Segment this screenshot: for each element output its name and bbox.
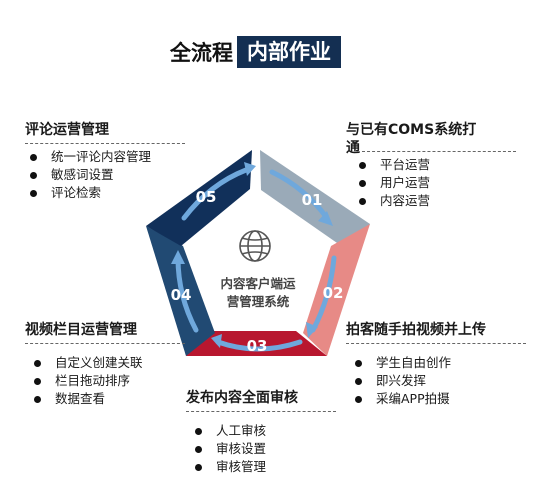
section-content-review: 发布内容全面审核 人工审核 审核设置 审核管理: [186, 389, 336, 476]
list-item: 审核设置: [190, 440, 336, 458]
list-item: 敏感词设置: [25, 166, 185, 184]
section-shoot-upload: 拍客随手拍视频并上传 学生自由创作 即兴发挥 采编APP拍摄: [346, 321, 526, 408]
divider: [25, 143, 185, 144]
center-title-line1: 内容客户端运: [220, 276, 296, 291]
section-list: 统一评论内容管理 敏感词设置 评论检索: [25, 148, 185, 202]
globe-icon: [239, 230, 271, 262]
list-item: 用户运营: [354, 174, 516, 192]
section-heading: 发布内容全面审核: [186, 390, 298, 406]
segment-04-label: 04: [171, 286, 192, 304]
divider: [25, 343, 185, 344]
arrow-04-05: [175, 255, 199, 333]
section-video-column: 视频栏目运营管理 自定义创建关联 栏目拖动排序 数据查看: [25, 321, 185, 408]
divider: [346, 343, 526, 344]
arrow-03-04: [215, 339, 303, 352]
list-item: 内容运营: [354, 192, 516, 210]
arrowhead-icon: [171, 250, 185, 264]
flow-arrows: [175, 167, 337, 352]
section-list: 平台运营 用户运营 内容运营: [354, 156, 516, 210]
section-heading: 视频栏目运营管理: [25, 322, 137, 338]
list-item: 即兴发挥: [350, 372, 526, 390]
section-list: 自定义创建关联 栏目拖动排序 数据查看: [29, 354, 185, 408]
arrowhead-icon: [244, 162, 256, 176]
list-item: 平台运营: [354, 156, 516, 174]
list-item: 审核管理: [190, 458, 336, 476]
segment-01-label: 01: [302, 191, 323, 209]
list-item: 统一评论内容管理: [25, 148, 185, 166]
title-highlight: 内部作业: [237, 36, 341, 68]
section-heading-line2: 通: [346, 140, 360, 156]
list-item: 栏目拖动排序: [29, 372, 185, 390]
section-heading: 拍客随手拍视频并上传: [346, 322, 486, 338]
segment-03-label: 03: [247, 337, 268, 355]
list-item: 人工审核: [190, 422, 336, 440]
section-list: 人工审核 审核设置 审核管理: [190, 422, 336, 476]
section-comment-ops: 评论运营管理 统一评论内容管理 敏感词设置 评论检索: [25, 121, 185, 202]
arrowhead-icon: [306, 322, 318, 338]
arrow-02-03: [310, 255, 337, 333]
center-title-line2: 营管理系统: [227, 294, 290, 309]
arrowhead-icon: [318, 211, 333, 226]
list-item: 自定义创建关联: [29, 354, 185, 372]
list-item: 数据查看: [29, 390, 185, 408]
title-prefix: 全流程: [170, 41, 233, 65]
section-heading-line1: 与已有COMS系统打: [346, 122, 477, 138]
section-list: 学生自由创作 即兴发挥 采编APP拍摄: [350, 354, 526, 408]
list-item: 评论检索: [25, 184, 185, 202]
list-item: 学生自由创作: [350, 354, 526, 372]
segment-02: [303, 224, 370, 356]
arrow-01-02: [269, 169, 330, 221]
section-coms-integration: 与已有COMS系统打 通 平台运营 用户运营 内容运营: [346, 121, 516, 210]
arrowhead-icon: [211, 334, 222, 348]
page-title: 全流程 内部作业: [170, 36, 341, 68]
divider: [186, 411, 336, 412]
arrow-05-01: [181, 167, 249, 221]
segment-02-label: 02: [323, 284, 344, 302]
list-item: 采编APP拍摄: [350, 390, 526, 408]
segment-05-label: 05: [196, 188, 217, 206]
divider: [362, 151, 516, 152]
section-heading: 评论运营管理: [25, 122, 109, 138]
